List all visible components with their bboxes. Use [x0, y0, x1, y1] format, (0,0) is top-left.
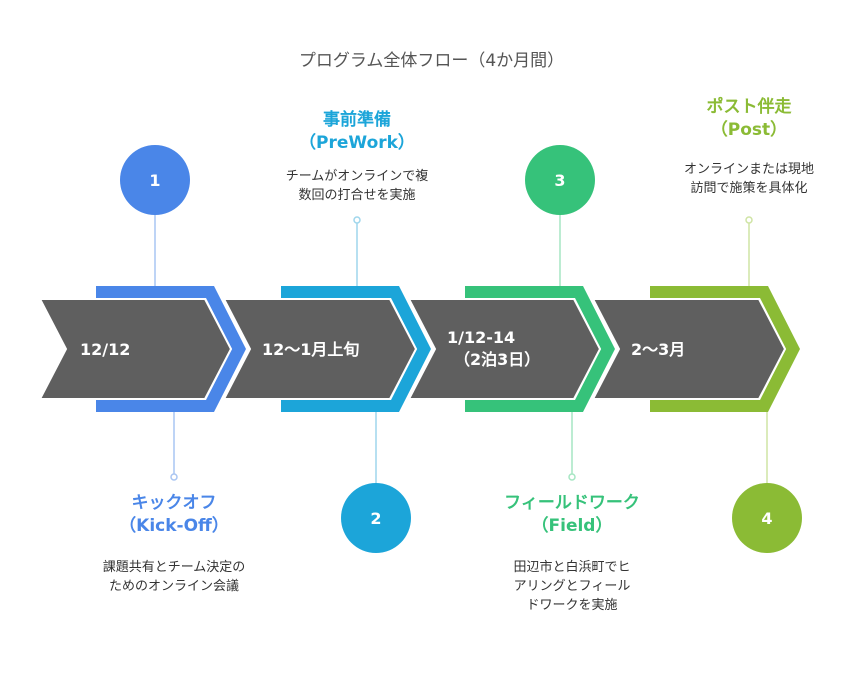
- stage-name-1: キックオフ: [131, 493, 217, 513]
- stage-label-4: ポスト伴走 （Post）: [649, 96, 849, 142]
- arrow-segment-4: [591, 298, 787, 400]
- stage-desc-3: 田辺市と白浜町でヒ アリングとフィール ドワークを実施: [513, 560, 631, 613]
- stage-name-4: ポスト伴走: [706, 97, 792, 117]
- arrow-segment-2: [222, 298, 418, 400]
- connector-1-dot: [170, 473, 178, 481]
- stage-number-1: 1: [149, 171, 160, 190]
- arrow-segment-3: [407, 298, 602, 400]
- arrow-segment-1: [38, 298, 233, 400]
- stage-desc-1: 課題共有とチーム決定の ためのオンライン会議: [102, 560, 246, 594]
- stage-number-4: 4: [761, 509, 772, 528]
- stage-date-4: 2〜3月: [631, 340, 685, 359]
- number-circles: 1 2 3 4: [120, 145, 802, 553]
- stage-date-1: 12/12: [80, 340, 130, 359]
- stage-date-3: 1/12-14 （2泊3日）: [447, 328, 540, 369]
- stage-circle-1: [120, 145, 190, 215]
- stage-date-2: 12〜1月上旬: [262, 340, 359, 359]
- stage-name-sub-3: （Field）: [531, 516, 613, 536]
- stage-label-2: 事前準備 （PreWork）: [257, 109, 457, 155]
- stage-circle-4: [732, 483, 802, 553]
- stage-label-1: キックオフ （Kick-Off）: [74, 492, 274, 538]
- connector-4-dot: [745, 216, 753, 224]
- stage-name-sub-4: （Post）: [710, 120, 788, 140]
- stage-name-sub-1: （Kick-Off）: [119, 516, 229, 536]
- arrow-dates: 12/12 12〜1月上旬 1/12-14 （2泊3日） 2〜3月: [80, 328, 685, 369]
- stage-name-sub-2: （PreWork）: [299, 133, 415, 153]
- stage-name-3: フィールドワーク: [504, 493, 640, 513]
- stage-label-3: フィールドワーク （Field）: [452, 492, 692, 538]
- stage-circle-2: [341, 483, 411, 553]
- connector-3-dot: [568, 473, 576, 481]
- connectors: [154, 213, 768, 485]
- diagram-title: プログラム全体フロー（4か月間）: [298, 51, 565, 71]
- stage-number-3: 3: [554, 171, 565, 190]
- stage-circle-3: [525, 145, 595, 215]
- stage-name-2: 事前準備: [323, 110, 391, 130]
- stage-number-2: 2: [370, 509, 381, 528]
- stage-date-3-line-1: 1/12-14: [447, 328, 515, 347]
- gray-chevrons: [38, 298, 787, 400]
- connector-2-dot: [353, 216, 361, 224]
- stage-desc-4: オンラインまたは現地 訪問で施策を具体化: [683, 162, 814, 196]
- stage-desc-2: チームがオンラインで複 数回の打合せを実施: [285, 169, 429, 203]
- stage-date-3-line-2: （2泊3日）: [454, 350, 540, 369]
